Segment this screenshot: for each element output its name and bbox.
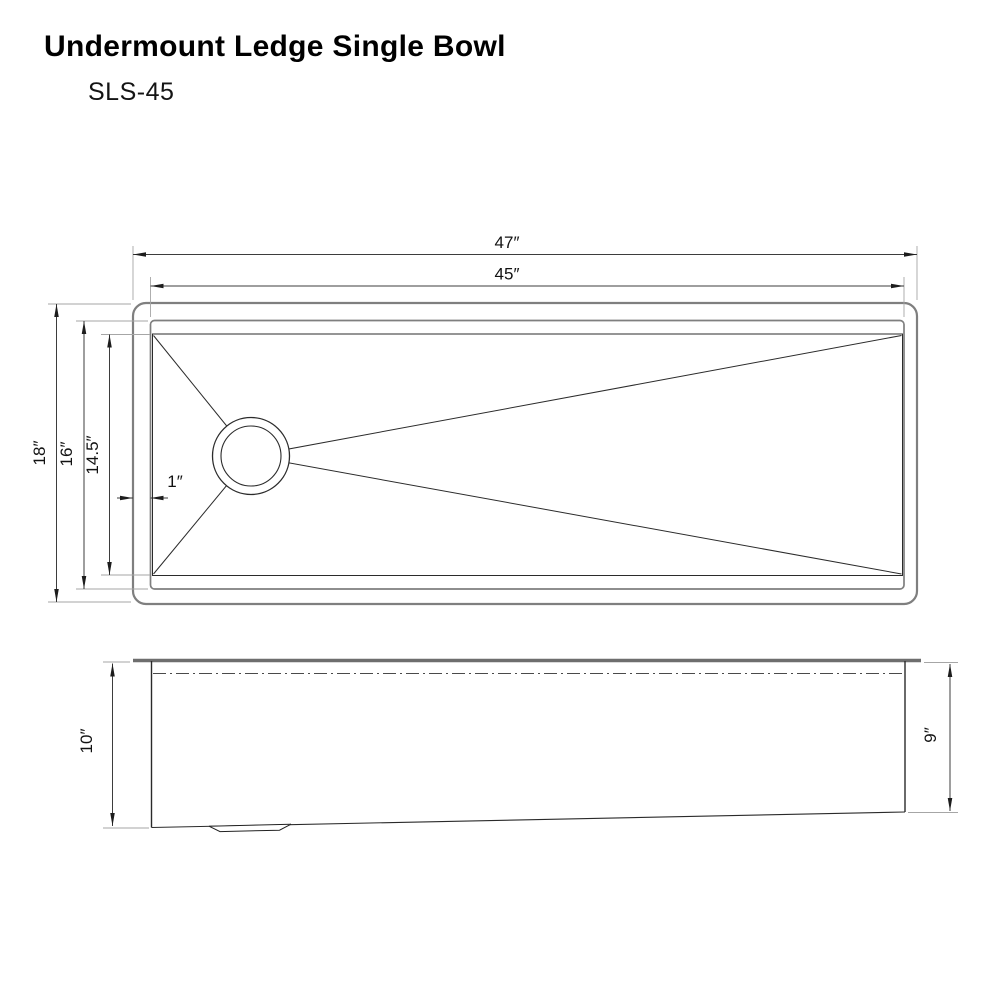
side-view [133,658,921,833]
drain-flange [208,823,292,833]
dim-label-left-height: 10″ [77,729,96,754]
dim-label-basin-depth: 14.5″ [83,435,102,474]
extension-lines [48,246,918,603]
dim-label-ledge-width: 1″ [167,472,182,491]
model-number: SLS-45 [88,78,175,106]
drain-inner-circle [220,425,282,487]
page-title: Undermount Ledge Single Bowl [44,30,506,63]
dim-label-inner-depth: 16″ [57,442,76,467]
dim-label-inner-width: 45″ [495,265,520,284]
dim-label-right-height: 9″ [921,727,940,742]
drain-opening [211,416,291,496]
dim-label-overall-width: 47″ [495,233,520,252]
bowl-bottom-outline [152,333,903,576]
sink-outer-rim [131,301,919,606]
top-view [131,301,919,606]
bowl-top-edge [149,319,905,590]
dim-label-overall-depth: 18″ [30,441,49,466]
extension-lines-side [103,661,958,829]
drain-outer-circle [211,416,291,496]
top-view-dimensions: 47″ 45″ 18″ 16″ 14.5″ 1″ [30,233,918,603]
side-view-dimensions: 10″ 9″ [77,661,958,829]
drawing-header: Undermount Ledge Single Bowl SLS-45 [44,30,506,107]
